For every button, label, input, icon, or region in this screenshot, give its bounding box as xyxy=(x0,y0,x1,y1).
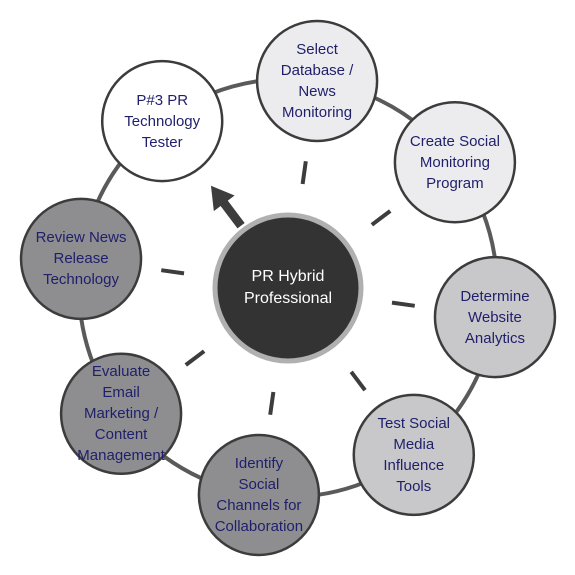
spoke-evaluate-email-marketing xyxy=(184,349,206,367)
spoke-identify-social-channels xyxy=(268,391,276,416)
node-determine-website-analytics xyxy=(433,255,557,379)
spoke-test-social-media xyxy=(349,370,367,392)
node-identify-social-channels xyxy=(197,433,321,557)
node-select-database xyxy=(255,19,379,143)
spoke-create-social-monitoring xyxy=(370,209,392,227)
arrow-head-icon xyxy=(210,185,235,212)
spoke-determine-website-analytics xyxy=(391,300,416,308)
node-create-social-monitoring xyxy=(393,100,517,224)
spoke-review-news-release xyxy=(160,268,185,276)
node-review-news-release xyxy=(19,197,143,321)
node-evaluate-email-marketing xyxy=(59,352,183,476)
center-hub xyxy=(212,212,364,364)
spoke-select-database xyxy=(300,160,308,185)
node-test-social-media xyxy=(352,393,476,517)
node-pr-technology-tester xyxy=(100,59,224,183)
